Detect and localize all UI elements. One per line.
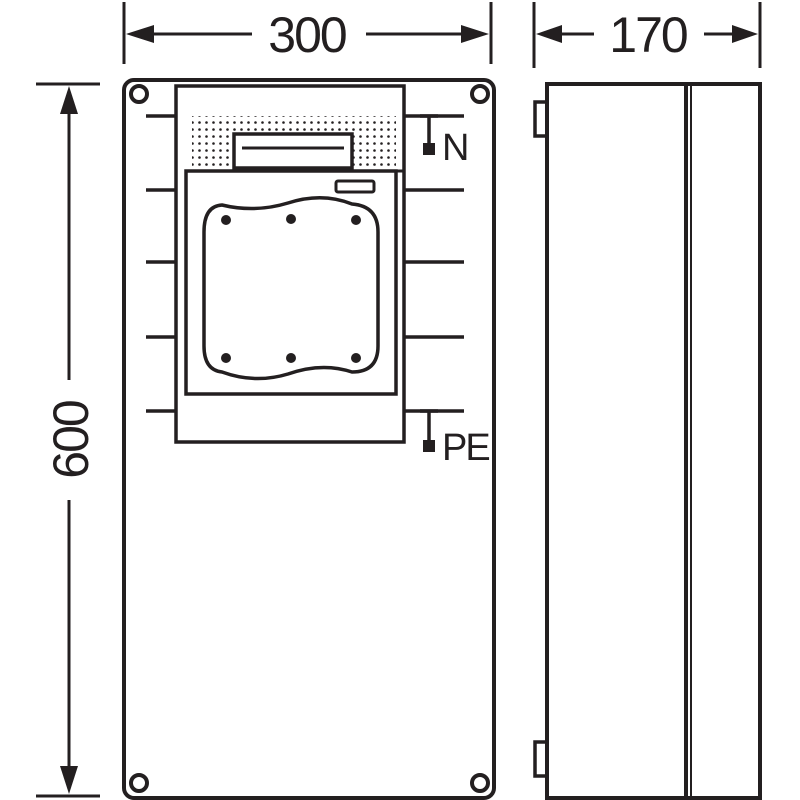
hinge-top-icon — [533, 100, 549, 138]
cover-screw-icon — [351, 353, 361, 363]
mounting-frame — [174, 84, 406, 444]
width-dimension — [122, 2, 493, 64]
depth-dimension-label: 170 — [609, 7, 687, 63]
height-dimension — [36, 82, 100, 798]
screw-top-left-icon — [129, 84, 149, 104]
side-view — [533, 82, 762, 800]
arrow-down-icon — [60, 766, 78, 794]
cover-screw-icon — [221, 215, 231, 225]
cover-screw-icon — [286, 214, 296, 224]
screw-bottom-right-icon — [470, 773, 490, 793]
rail-lines-left — [146, 114, 176, 413]
hinge-bottom-icon — [533, 740, 549, 778]
device-module — [184, 169, 398, 396]
height-dimension-label: 600 — [43, 401, 99, 479]
neutral-terminal-icon — [420, 114, 438, 155]
front-view — [122, 78, 496, 800]
arrow-right-icon — [461, 25, 489, 43]
arrow-left-icon — [126, 25, 154, 43]
arrow-left-icon — [536, 25, 562, 43]
transparent-cover — [202, 196, 380, 381]
width-dimension-label: 300 — [268, 7, 346, 63]
arrow-right-icon — [732, 25, 758, 43]
neutral-label: N — [442, 127, 469, 169]
indicator-slot — [334, 179, 376, 194]
screw-top-right-icon — [470, 84, 490, 104]
depth-dimension — [532, 2, 762, 68]
switch-plate — [232, 132, 354, 170]
arrow-up-icon — [60, 86, 78, 114]
cover-screw-icon — [351, 215, 361, 225]
earth-label: PE — [442, 427, 489, 469]
screw-bottom-left-icon — [129, 773, 149, 793]
front-housing — [122, 78, 496, 800]
cover-screw-icon — [221, 353, 231, 363]
cover-screw-icon — [286, 353, 296, 363]
side-housing — [545, 82, 762, 800]
cover-screws — [221, 214, 361, 363]
earth-terminal-icon — [420, 409, 438, 452]
